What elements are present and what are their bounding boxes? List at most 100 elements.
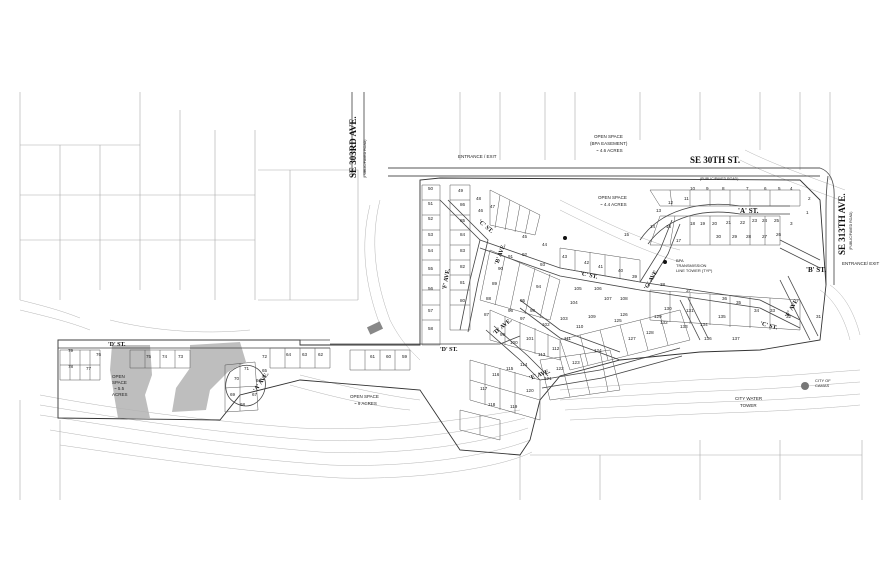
lot-number-89: 89 [492, 281, 498, 286]
bpa-tower-label-1: BPA [676, 258, 684, 263]
lot-number-30: 30 [716, 234, 722, 239]
lot-number-74: 74 [162, 354, 168, 359]
lot-number-132: 132 [660, 320, 668, 325]
lot-number-101: 101 [526, 336, 534, 341]
lot-number-83: 83 [460, 248, 466, 253]
lot-number-116: 116 [492, 372, 500, 377]
lot-number-42: 42 [584, 260, 590, 265]
lot-number-18: 18 [690, 221, 696, 226]
lot-number-131: 131 [686, 308, 694, 313]
open-space-9-2: ~ 9 ACRES [354, 401, 377, 406]
lot-number-13: 13 [656, 208, 662, 213]
lot-number-108: 108 [620, 296, 628, 301]
bpa-tower-icon [563, 236, 567, 240]
lot-number-93: 93 [540, 262, 546, 267]
lot-number-61: 61 [370, 354, 376, 359]
lot-number-9: 9 [706, 186, 709, 191]
lot-number-97: 97 [520, 316, 526, 321]
d-st-label-2: 'D' ST. [440, 347, 458, 353]
open-space-w-4: ACRES [112, 392, 128, 397]
water-tower-label-1: CITY WATER [735, 396, 763, 401]
lot-number-82: 82 [460, 264, 466, 269]
lot-number-109: 109 [588, 314, 596, 319]
open-space-bpa-3: ~ 4.6 ACRES [596, 148, 623, 153]
lot-number-65: 65 [262, 368, 268, 373]
lot-number-10: 10 [690, 186, 696, 191]
lot-number-46: 46 [478, 208, 484, 213]
lot-number-107: 107 [604, 296, 612, 301]
lot-number-117: 117 [480, 386, 488, 391]
lot-number-17: 17 [676, 238, 682, 243]
lot-number-40: 40 [618, 268, 624, 273]
lot-number-105: 105 [574, 286, 582, 291]
lot-number-120: 120 [526, 388, 534, 393]
d-st-label-1: 'D' ST. [108, 342, 126, 348]
lot-number-80: 80 [460, 298, 466, 303]
lot-number-81: 81 [460, 280, 466, 285]
lot-number-78: 78 [68, 364, 74, 369]
structure-icon [366, 321, 384, 335]
lot-number-64: 64 [286, 352, 292, 357]
b-st-label: 'B' ST. [806, 266, 826, 274]
contour-lines [19, 149, 861, 479]
lot-number-70: 70 [234, 376, 240, 381]
lot-number-73: 73 [178, 354, 184, 359]
lot-number-62: 62 [318, 352, 324, 357]
c-st-label-3: 'C' ST. [759, 321, 778, 331]
lot-number-29: 29 [732, 234, 738, 239]
lot-number-24: 24 [762, 218, 768, 223]
bpa-tower-label-2: TRANSMISSION [676, 263, 707, 268]
lot-number-59: 59 [402, 354, 408, 359]
lot-number-58: 58 [428, 326, 434, 331]
lot-number-43: 43 [562, 254, 568, 259]
public-roads [351, 92, 835, 285]
lot-number-56: 56 [428, 286, 434, 291]
bpa-tower-label-3: LINE TOWER (TYP) [676, 268, 713, 273]
lot-number-99: 99 [500, 332, 506, 337]
se-303rd-label: SE 303RD AVE. [348, 116, 358, 178]
lot-number-87: 87 [484, 312, 490, 317]
entrance-label-1: ENTRANCE / EXIT [458, 154, 497, 159]
lot-number-111: 111 [564, 336, 571, 341]
lot-number-14: 14 [650, 224, 656, 229]
lot-number-55: 55 [428, 266, 434, 271]
se-313th-label: SE 313TH AVE. [837, 193, 847, 255]
lot-number-32: 32 [786, 314, 792, 319]
open-space-w-3: ~ 5.5 [114, 386, 125, 391]
open-space-w-1: OPEN [112, 374, 125, 379]
lot-number-98: 98 [530, 308, 536, 313]
lot-number-7: 7 [746, 186, 749, 191]
lot-number-92: 92 [522, 252, 528, 257]
lot-number-37: 37 [686, 288, 692, 293]
parcel-lines [19, 92, 863, 500]
lot-number-113: 113 [538, 352, 546, 357]
lot-number-127: 127 [628, 336, 636, 341]
lot-number-115: 115 [506, 366, 514, 371]
lot-number-133: 133 [680, 324, 688, 329]
lot-number-119: 119 [510, 404, 518, 409]
lot-number-45: 45 [522, 234, 528, 239]
lot-number-52: 52 [428, 216, 434, 221]
c-st-label-2: 'C' ST. [580, 271, 599, 281]
lot-number-6: 6 [764, 186, 767, 191]
lot-number-122: 122 [556, 366, 564, 371]
lot-number-28: 28 [746, 234, 752, 239]
lot-number-91: 91 [508, 254, 514, 259]
lot-number-19: 19 [700, 221, 706, 226]
se-30th-label: SE 30TH ST. [690, 155, 740, 165]
lot-number-4: 4 [790, 186, 793, 191]
tower-symbols [366, 236, 809, 390]
lot-number-69: 69 [230, 392, 236, 397]
se-313th-sub: (PUBLIC/PAVED ROAD) [849, 212, 853, 250]
lot-number-134: 134 [700, 322, 708, 327]
lot-number-12: 12 [668, 200, 674, 205]
lot-number-48: 48 [476, 196, 482, 201]
lot-number-38: 38 [660, 282, 666, 287]
f-ave-label: 'F' AVE. [442, 268, 452, 291]
lot-number-47: 47 [490, 204, 496, 209]
area-labels: ENTRANCE / EXIT ENTRANCE/ EXIT OPEN SPAC… [112, 134, 880, 408]
open-space-bpa-2: (BPA EASEMENT) [590, 141, 628, 146]
lot-number-22: 22 [740, 220, 746, 225]
lot-number-85: 85 [460, 218, 466, 223]
